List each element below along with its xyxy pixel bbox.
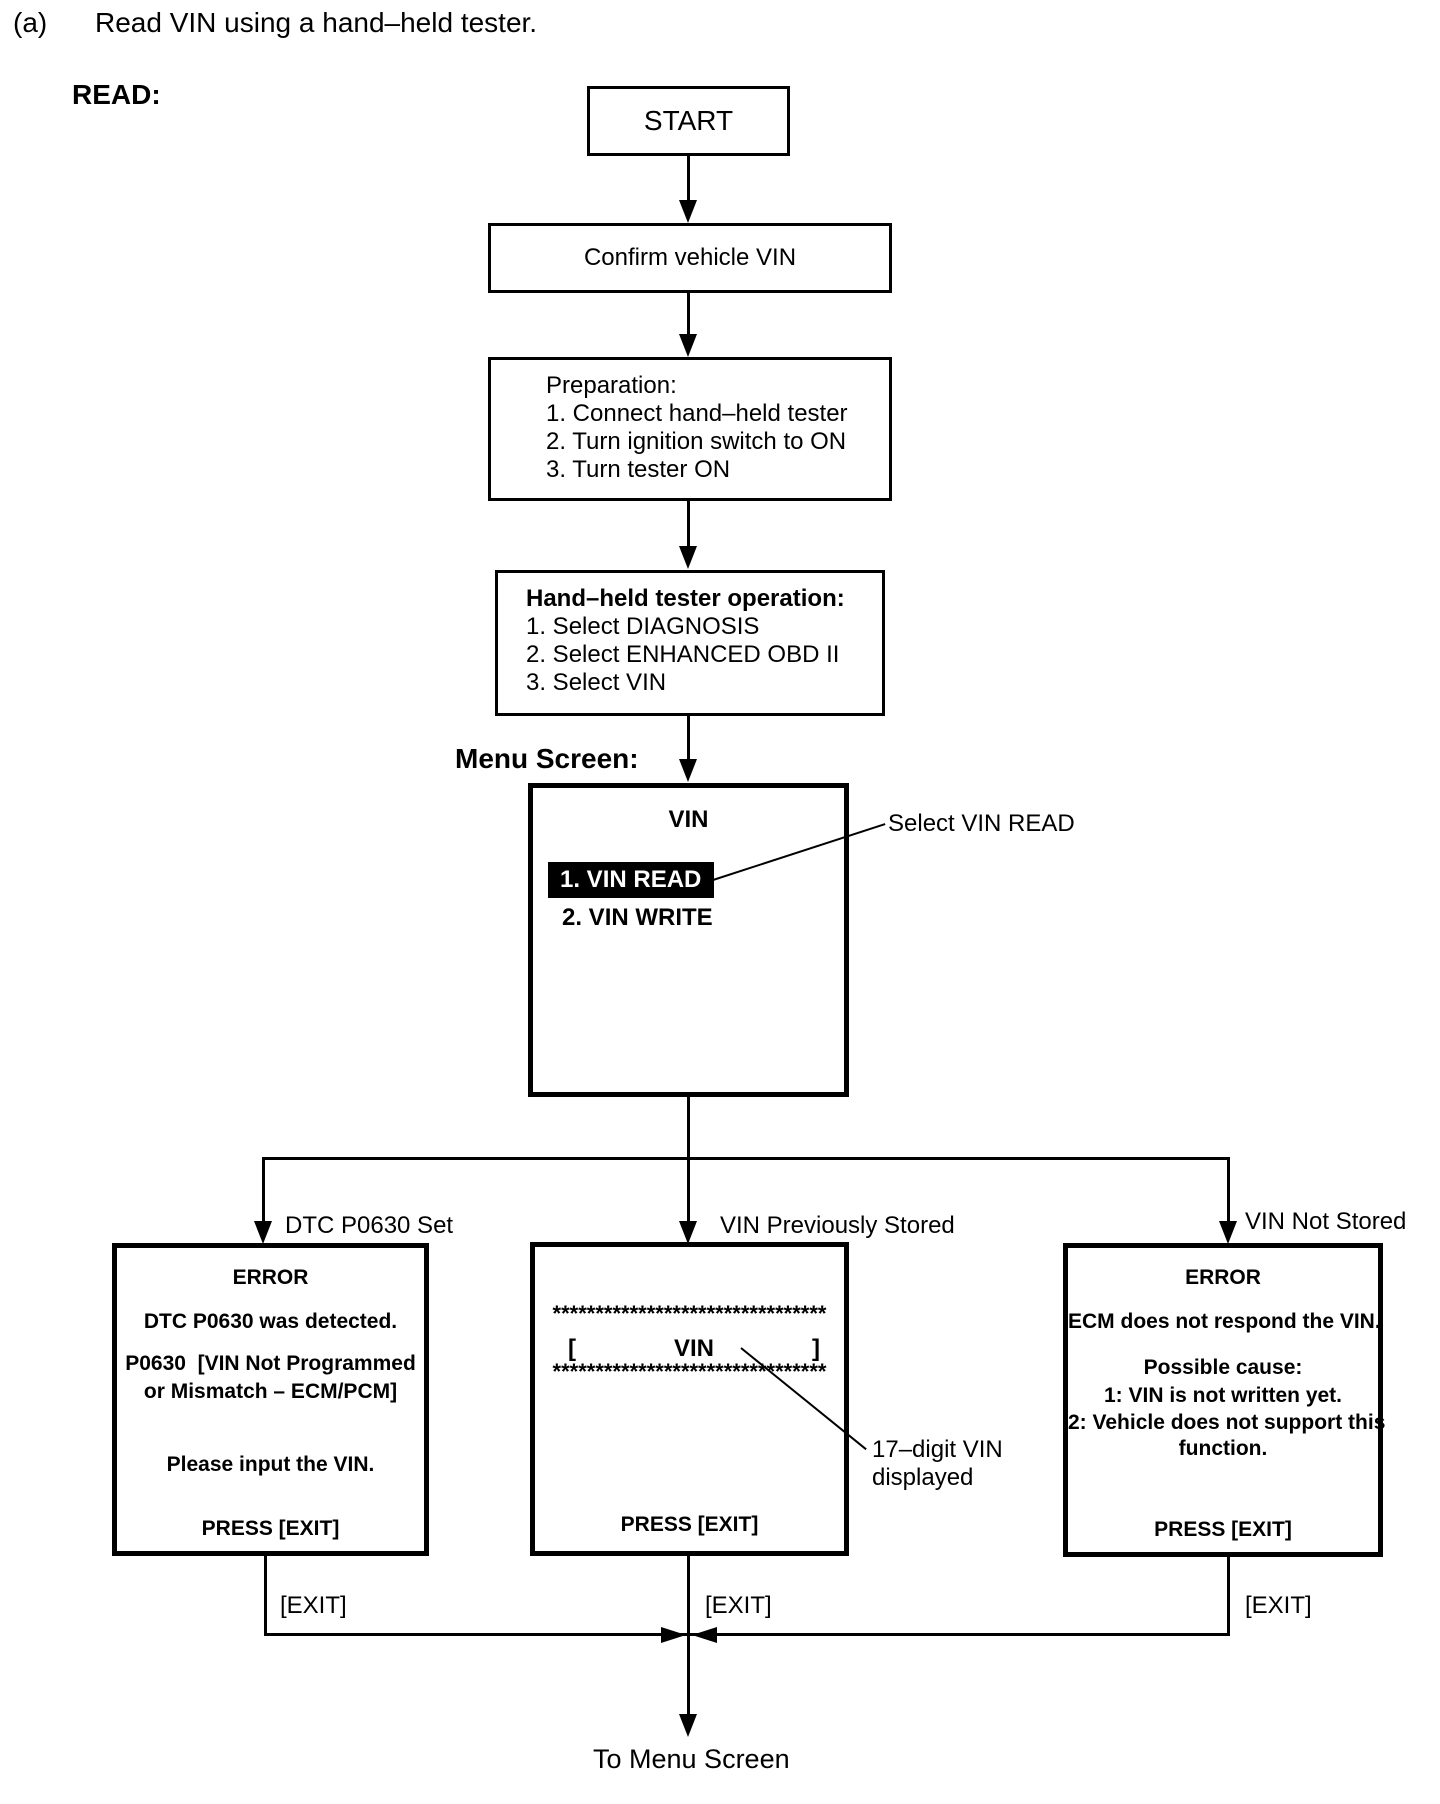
- error-dtc-screen: ERROR DTC P0630 was detected. P0630 [VIN…: [112, 1243, 429, 1556]
- arrowhead-prep-op: [679, 546, 697, 569]
- connector-exit-right: [1227, 1557, 1230, 1635]
- arrowhead-start-confirm: [679, 200, 697, 223]
- preparation-step-2: 2. Turn ignition switch to ON: [546, 428, 847, 455]
- menu-item-vin-read-label: 1. VIN READ: [560, 866, 702, 893]
- confirm-vin-node: Confirm vehicle VIN: [488, 223, 892, 293]
- converge-horizontal-line: [264, 1633, 1230, 1636]
- connector-branch-right: [1227, 1157, 1230, 1223]
- branch-label-vin-stored: VIN Previously Stored: [720, 1212, 955, 1239]
- exit-label-right: [EXIT]: [1245, 1592, 1312, 1619]
- callout-select-vin-read: Select VIN READ: [888, 810, 1075, 837]
- vin-display-stars-bottom: ********************************: [552, 1359, 827, 1384]
- vin-display-press-exit: PRESS [EXIT]: [620, 1513, 759, 1536]
- preparation-node: Preparation: 1. Connect hand–held tester…: [488, 357, 892, 501]
- error-dtc-line-input: Please input the VIN.: [166, 1453, 375, 1476]
- tester-operation-step-2: 2. Select ENHANCED OBD II: [526, 641, 840, 668]
- preparation-step-3: 3. Turn tester ON: [546, 456, 731, 483]
- arrowhead-confirm-prep: [679, 334, 697, 357]
- to-menu-screen-label: To Menu Screen: [593, 1744, 790, 1774]
- error-ecm-line-cause: Possible cause:: [1143, 1356, 1303, 1379]
- branch-label-vin-not-stored: VIN Not Stored: [1245, 1208, 1407, 1235]
- vin-display-screen: ******************************** [ VIN ]…: [530, 1242, 849, 1556]
- connector-op-menu: [687, 716, 690, 760]
- error-ecm-press-exit: PRESS [EXIT]: [1154, 1518, 1292, 1541]
- arrowhead-to-menu: [679, 1714, 697, 1737]
- preparation-title: Preparation:: [546, 372, 677, 399]
- menu-item-vin-read: 1. VIN READ: [548, 862, 714, 898]
- vin-display-stars-top: ********************************: [552, 1301, 827, 1326]
- read-label: READ:: [72, 79, 161, 110]
- vin-display-vin-label: VIN: [673, 1335, 714, 1362]
- branch-label-dtc-set: DTC P0630 Set: [285, 1212, 454, 1239]
- menu-screen-node: VIN 1. VIN READ 2. VIN WRITE: [528, 783, 849, 1097]
- error-dtc-line-detected: DTC P0630 was detected.: [143, 1310, 398, 1333]
- exit-label-middle: [EXIT]: [705, 1592, 772, 1619]
- arrowhead-converge-from-right: [692, 1627, 717, 1643]
- error-ecm-line-cause-2: 2: Vehicle does not support this: [1068, 1411, 1386, 1434]
- confirm-vin-label: Confirm vehicle VIN: [583, 244, 797, 271]
- callout-17-digit-vin-line-2: displayed: [872, 1464, 974, 1491]
- connector-branch-middle: [687, 1157, 690, 1223]
- start-node: START: [587, 86, 790, 156]
- connector-exit-middle: [687, 1556, 690, 1716]
- arrowhead-converge-from-left: [661, 1627, 686, 1643]
- tester-operation-node: Hand–held tester operation: 1. Select DI…: [495, 570, 885, 716]
- arrowhead-op-menu: [679, 759, 697, 782]
- vin-display-bracket-open: [: [568, 1335, 576, 1362]
- connector-exit-left: [264, 1556, 267, 1635]
- preparation-step-1: 1. Connect hand–held tester: [546, 400, 848, 427]
- split-horizontal-line: [262, 1157, 1230, 1160]
- arrowhead-branch-right: [1219, 1221, 1237, 1244]
- connector-prep-op: [687, 501, 690, 547]
- connector-confirm-prep: [687, 293, 690, 335]
- error-dtc-title: ERROR: [232, 1266, 309, 1289]
- connector-branch-left: [262, 1157, 265, 1223]
- menu-screen-label: Menu Screen:: [455, 743, 639, 774]
- tester-operation-step-3: 3. Select VIN: [526, 669, 667, 696]
- connector-menu-split: [687, 1097, 690, 1159]
- error-ecm-title: ERROR: [1185, 1266, 1261, 1289]
- tester-operation-step-1: 1. Select DIAGNOSIS: [526, 613, 760, 640]
- callout-17-digit-vin: 17–digit VIN displayed: [872, 1436, 1003, 1492]
- error-ecm-line-respond: ECM does not respond the VIN.: [1068, 1310, 1381, 1333]
- start-node-label: START: [643, 105, 734, 136]
- menu-item-vin-write: 2. VIN WRITE: [562, 904, 713, 931]
- tester-operation-title: Hand–held tester operation:: [526, 585, 845, 612]
- connector-start-confirm: [687, 156, 690, 202]
- heading-index: (a): [13, 7, 48, 38]
- error-dtc-line-code-2: or Mismatch – ECM/PCM]: [143, 1380, 398, 1403]
- menu-title: VIN: [668, 806, 709, 833]
- error-dtc-line-code-1: P0630 [VIN Not Programmed: [125, 1352, 416, 1375]
- error-dtc-press-exit: PRESS [EXIT]: [201, 1517, 340, 1540]
- error-ecm-line-cause-2b: function.: [1178, 1437, 1268, 1460]
- error-ecm-screen: ERROR ECM does not respond the VIN. Poss…: [1063, 1243, 1386, 1557]
- vin-display-row: [ VIN ]: [568, 1335, 820, 1363]
- exit-label-left: [EXIT]: [280, 1592, 347, 1619]
- vin-display-bracket-close: ]: [811, 1335, 820, 1362]
- arrowhead-branch-left: [254, 1221, 272, 1244]
- error-ecm-line-cause-1: 1: VIN is not written yet.: [1103, 1384, 1343, 1407]
- page-title: Read VIN using a hand–held tester.: [95, 7, 538, 38]
- callout-17-digit-vin-line-1: 17–digit VIN: [872, 1436, 1003, 1463]
- arrowhead-branch-middle: [679, 1221, 697, 1244]
